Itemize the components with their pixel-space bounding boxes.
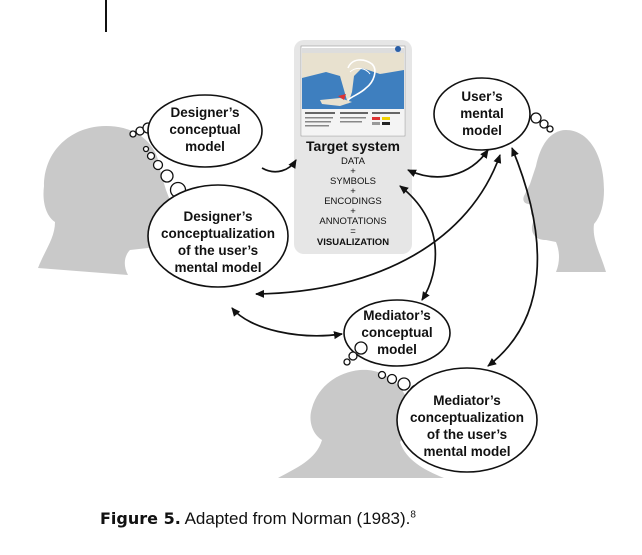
figure-caption: Figure 5. Adapted from Norman (1983).8 — [100, 509, 416, 529]
bubble-line: conceptual — [169, 122, 240, 137]
user-head — [523, 130, 606, 272]
designer-head — [38, 126, 172, 275]
thought-dot — [348, 351, 358, 361]
figure-label: Figure 5. — [100, 509, 181, 528]
bubble-line: Mediator’s — [363, 308, 431, 323]
bubble-line: mental — [460, 106, 504, 121]
arrow-target-user — [407, 149, 489, 178]
thought-dot — [146, 151, 156, 161]
hurricane-map-thumbnail — [300, 45, 406, 137]
relationship-arrows — [231, 147, 539, 367]
bubble-line: model — [462, 123, 502, 138]
arrow-designer-to-target — [261, 159, 297, 173]
thought-dot — [530, 112, 542, 124]
bubble-line: model — [377, 342, 417, 357]
mediator-head — [278, 369, 444, 478]
arrow-designer-mediator — [231, 307, 343, 340]
bubble-line: conceptualization — [161, 226, 275, 241]
thought-dot — [386, 373, 398, 385]
bubble-line: Designer’s — [170, 105, 239, 120]
bubble-line: mental model — [174, 260, 261, 275]
bubble-line: Mediator’s — [433, 393, 501, 408]
thought-dot — [129, 130, 137, 138]
thought-dot — [152, 159, 164, 171]
designer-conceptual-model-bubble: Designer’s conceptual model — [129, 94, 263, 168]
ts-result: VISUALIZATION — [317, 237, 389, 248]
arrow-user-mediator-conceptualization — [487, 147, 539, 367]
bubble-line: model — [185, 139, 225, 154]
thought-dot — [546, 125, 554, 133]
thought-dot — [142, 145, 150, 153]
bubble-line: mental model — [423, 444, 510, 459]
figure-caption-text: Adapted from Norman (1983). — [180, 509, 411, 528]
thought-dot — [377, 370, 387, 380]
ts-item: = — [350, 226, 356, 237]
target-system-title: Target system — [306, 138, 400, 154]
bubble-line: conceptualization — [410, 410, 524, 425]
bubble-line: User’s — [461, 89, 502, 104]
figure-reference: 8 — [410, 509, 416, 521]
user-mental-model-bubble: User’s mental model — [433, 77, 554, 151]
arrow-target-mediator — [399, 185, 437, 301]
thought-dot — [354, 341, 368, 355]
bubble-line: Designer’s — [183, 209, 252, 224]
designer-conceptualization-bubble: Designer’s conceptualization of the user… — [142, 145, 289, 288]
mediator-conceptual-model-bubble: Mediator’s conceptual model — [343, 299, 451, 367]
bubble-line: of the user’s — [427, 427, 507, 442]
thought-dot — [539, 119, 549, 129]
thought-dot — [343, 358, 351, 366]
mediator-conceptualization-bubble: Mediator’s conceptualization of the user… — [377, 367, 538, 473]
bubble-line: of the user’s — [178, 243, 258, 258]
bubble-line: conceptual — [361, 325, 432, 340]
thought-dot — [160, 169, 174, 183]
thought-dot — [397, 377, 411, 391]
